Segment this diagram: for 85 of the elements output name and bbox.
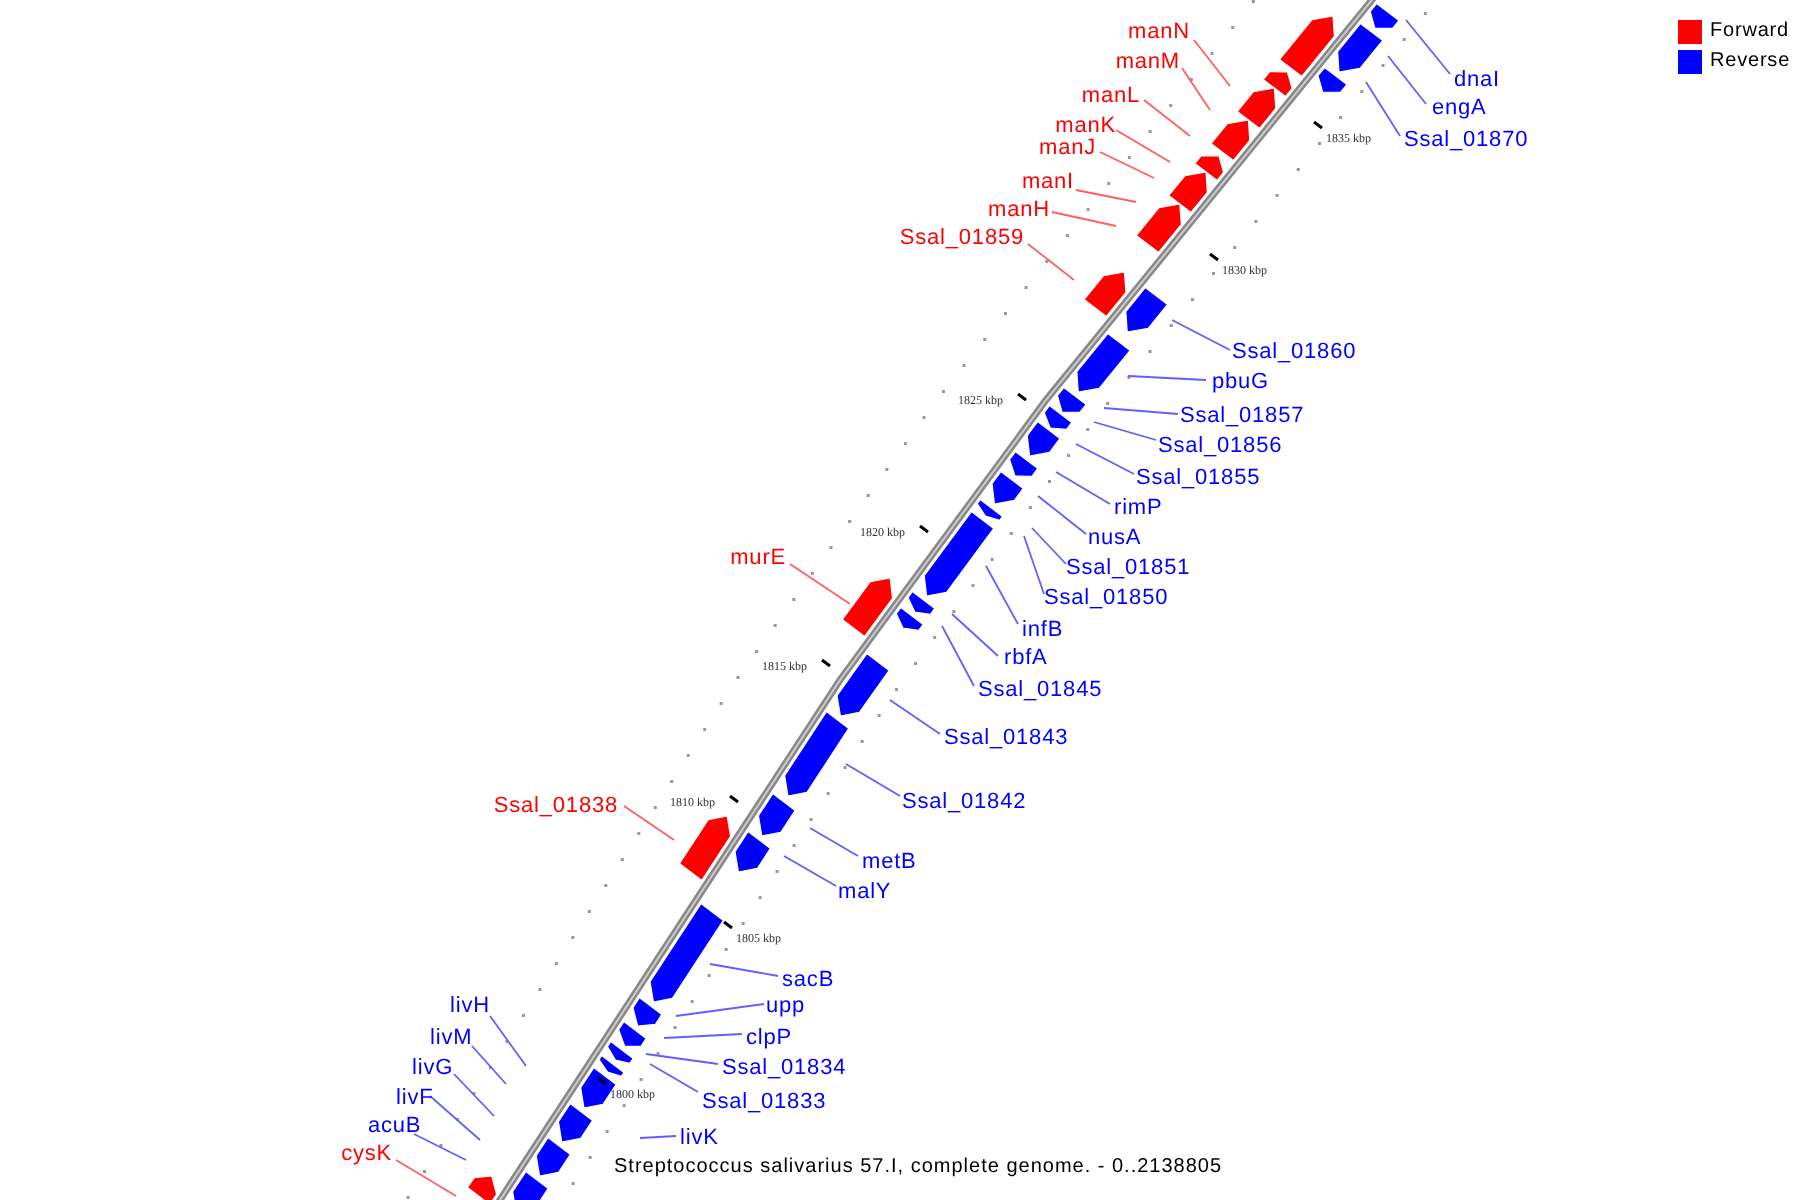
gene-label: Ssal_01856 [1158,434,1283,458]
gene-label: malY [838,880,892,904]
gene-label: upp [766,994,806,1018]
gene-label: manI [1021,170,1074,194]
gene-label: manL [1081,84,1140,108]
gene-label: Ssal_01843 [944,726,1069,750]
gene-label: rimP [1114,496,1163,520]
leader-line [649,1063,699,1093]
leader-line [951,613,999,657]
leader-line [1075,189,1137,203]
leader-line [471,1045,507,1085]
leader-line [453,1073,495,1117]
gene-label: pbuG [1212,370,1270,394]
leader-line [663,1033,743,1039]
leader-line [489,1015,527,1067]
leader-line [889,699,941,735]
leader-line [1031,527,1067,565]
gene-label: manH [988,198,1050,222]
leader-line [645,1053,719,1065]
gene-label: Ssal_01845 [978,678,1103,702]
gene-label: Ssal_01833 [702,1090,827,1114]
gene-label: manM [1115,50,1180,74]
gene-label: livF [396,1086,434,1110]
leader-line [709,963,779,977]
gene-label: Ssal_01842 [902,790,1027,814]
leader-line [1103,407,1179,415]
gene-label: manN [1128,20,1190,44]
legend-label: Reverse [1710,50,1791,74]
leader-line [789,563,851,605]
gene-label: livH [450,994,490,1018]
leader-line [1099,151,1155,179]
gene-label: Ssal_01860 [1232,340,1357,364]
gene-label: nusA [1088,526,1142,550]
leader-line [985,565,1019,625]
gene-label: rbfA [1004,646,1048,670]
gene-label: manK [1055,114,1116,138]
leader-line [1405,19,1451,75]
gene-label: metB [862,850,917,874]
leader-line [639,1135,677,1139]
gene-label: Ssal_01834 [722,1056,847,1080]
gene-label: Ssal_01850 [1044,586,1169,610]
leader-line [1181,67,1211,111]
leader-line [1171,319,1231,351]
caption: Streptococcus salivarius 57.I, complete genome. - 0..2138805 [614,1156,1223,1180]
leader-line [395,1159,457,1197]
leader-line [1023,535,1045,595]
gene-label: cysK [341,1142,392,1166]
gene-label: Ssal_01870 [1404,128,1529,152]
leader-line [1387,55,1427,105]
gene-label: Ssal_01857 [1180,404,1305,428]
leader-line [429,1095,481,1141]
gene-label: livG [412,1056,454,1080]
leader-line [941,625,975,687]
gene-label: dnaI [1454,68,1501,92]
leader-line [1093,421,1157,441]
leader-line [1055,471,1111,505]
gene-label: acuB [368,1114,422,1138]
gene-label: sacB [782,968,835,992]
gene-label: Ssal_01851 [1066,556,1191,580]
leader-line [1075,443,1135,475]
leader-line [1365,81,1401,137]
leader-line [1037,495,1087,535]
leader-line [413,1133,467,1161]
leader-line [845,763,901,797]
gene-label: livK [680,1126,719,1150]
gene-label: Ssal_01838 [493,794,618,818]
gene-label: livM [430,1026,473,1050]
leader-line [675,1003,765,1017]
gene-label: engA [1432,96,1487,120]
gene-label: murE [730,546,786,570]
gene-label: manJ [1039,136,1096,160]
leader-line [1127,375,1207,381]
gene-label: Ssal_01855 [1136,466,1261,490]
legend-label: Forward [1710,20,1789,44]
gene-label: clpP [746,1026,792,1050]
leader-line [809,827,859,857]
leader-line [1027,243,1075,281]
gene-label: Ssal_01859 [899,226,1024,250]
leader-line [1143,99,1191,137]
leader-line [783,855,837,887]
gene-label: infB [1022,618,1064,642]
leader-line [1193,39,1231,87]
leader-line [623,805,675,841]
leader-line [1115,129,1171,163]
leader-line [1051,211,1117,227]
